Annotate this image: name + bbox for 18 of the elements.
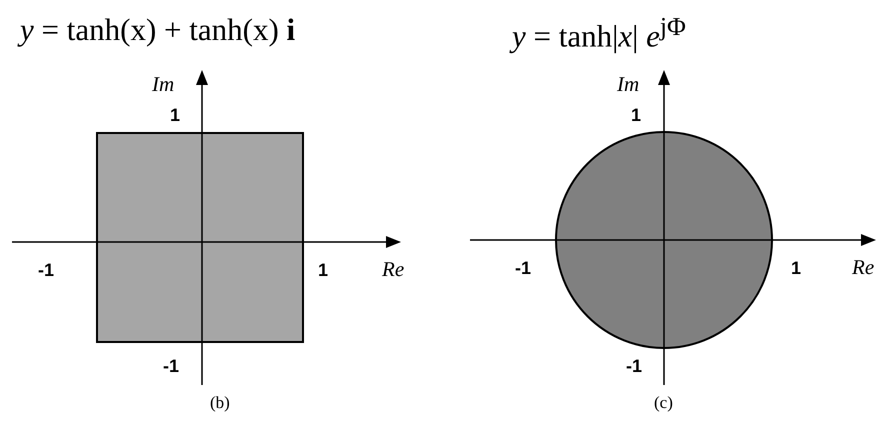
formula-text: y = tanh|x| e$^{jΦ}$ [512, 14, 686, 52]
tick-label: -1 [38, 261, 54, 279]
panel-label: (b) [210, 394, 230, 411]
disk-region [555, 131, 773, 349]
formula-text: y = tanh(x) + tanh(x) i [20, 14, 296, 45]
tick-label: 1 [318, 261, 328, 279]
tick-label: 1 [631, 106, 642, 124]
axis-label: Im [617, 74, 640, 95]
axis-label: Re [382, 259, 404, 280]
tick-label: -1 [626, 357, 642, 375]
axis-label: Re [852, 257, 874, 278]
axis-label: Im [152, 74, 174, 95]
panel-label: (c) [654, 394, 673, 411]
square-region [96, 132, 304, 343]
tick-label: -1 [515, 259, 532, 277]
tick-label: 1 [170, 106, 180, 124]
tick-label: 1 [791, 259, 802, 277]
tick-label: -1 [163, 357, 180, 375]
